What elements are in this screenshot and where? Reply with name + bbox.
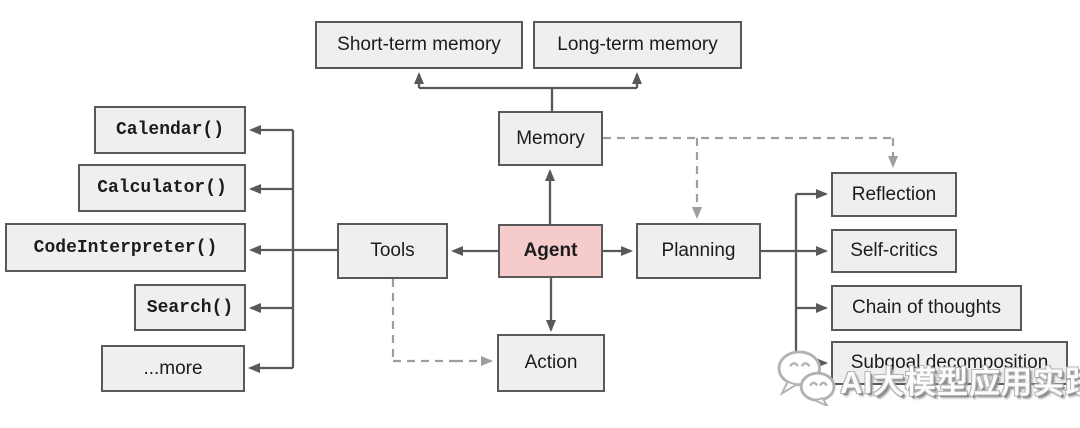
node-reflection: Reflection xyxy=(831,172,957,217)
node-memory: Memory xyxy=(498,111,603,166)
node-more: ...more xyxy=(101,345,245,392)
node-long-term-memory: Long-term memory xyxy=(533,21,742,69)
node-calendar: Calendar() xyxy=(94,106,246,154)
node-planning: Planning xyxy=(636,223,761,279)
edge-memory-junction xyxy=(419,86,637,111)
node-calculator: Calculator() xyxy=(78,164,246,212)
node-tools: Tools xyxy=(337,223,448,279)
dashed-edge-tools-action-path xyxy=(391,279,460,363)
node-code-interpreter: CodeInterpreter() xyxy=(5,223,246,272)
node-short-term-memory: Short-term memory xyxy=(315,21,523,69)
node-agent: Agent xyxy=(498,224,603,278)
edge-planning-trunk xyxy=(761,194,798,363)
wechat-bubbles-icon xyxy=(777,350,836,406)
node-self-critics: Self-critics xyxy=(831,229,957,273)
node-subgoal-decomposition: Subgoal decomposition xyxy=(831,341,1068,385)
node-chain-of-thoughts: Chain of thoughts xyxy=(831,285,1022,331)
node-search: Search() xyxy=(134,284,246,331)
node-action: Action xyxy=(497,334,605,392)
